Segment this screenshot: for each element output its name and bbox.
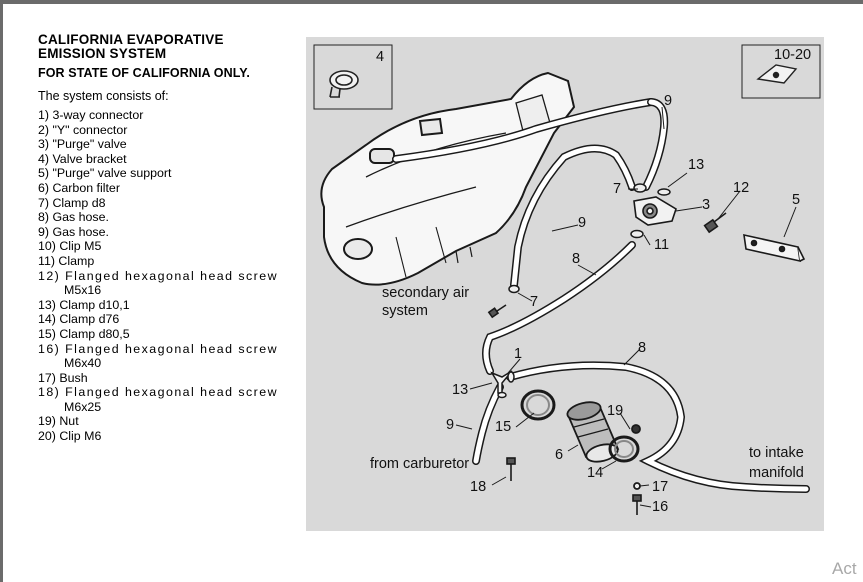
window-left-border: [0, 0, 3, 582]
list-item: 9) Gas hose.: [38, 224, 109, 239]
leader-lines: [455, 106, 797, 508]
callout-8-right: 8: [638, 340, 647, 356]
activation-watermark: Act: [832, 559, 857, 578]
list-item: 3) "Purge" valve: [38, 137, 127, 152]
title-line-1: CALIFORNIA EVAPORATIVE: [38, 32, 224, 47]
list-item: 13) Clamp d10,1: [38, 297, 130, 312]
label-secondary-air-line1: secondary air: [382, 285, 470, 301]
label-from-carburetor: from carburetor: [370, 456, 470, 472]
intro-text: The system consists of:: [38, 89, 169, 103]
callout-9-mid: 9: [578, 215, 587, 231]
callout-6: 6: [555, 447, 564, 463]
list-item: 18) Flanged hexagonal head screw: [38, 385, 278, 400]
list-item: 5) "Purge" valve support: [38, 166, 172, 181]
list-item: 10) Clip M5: [38, 239, 102, 254]
list-item: 8) Gas hose.: [38, 210, 109, 225]
list-item: 4) Valve bracket: [38, 151, 127, 166]
callout-14: 14: [587, 465, 604, 481]
emission-system-diagram: 4 10-20 secondary air system from carbur…: [306, 37, 824, 531]
window-top-border: [0, 0, 863, 4]
title-line-2: EMISSION SYSTEM: [38, 46, 167, 61]
list-item: 17) Bush: [38, 370, 88, 385]
callout-7: 7: [613, 181, 622, 197]
list-item: 6) Carbon filter: [38, 180, 120, 195]
fuel-tank-shape: [320, 71, 576, 286]
hose-group: [392, 98, 810, 493]
y-connector-icon: [490, 370, 515, 399]
clip-icon: [756, 64, 798, 84]
list-item: 20) Clip M6: [38, 429, 102, 444]
inset-10-20-number: 10-20: [774, 47, 812, 63]
list-item: 11) Clamp: [38, 253, 95, 268]
carbon-filter-icon: [520, 389, 641, 490]
label-to-intake-line1: to intake: [749, 445, 804, 461]
parts-list: 1) 3-way connector 2) "Y" connector 3) "…: [38, 108, 278, 444]
list-item: 2) "Y" connector: [38, 122, 128, 137]
inset-4-number: 4: [376, 49, 385, 65]
callout-8-mid: 8: [572, 251, 581, 267]
callout-16: 16: [652, 499, 669, 515]
callout-3: 3: [702, 197, 711, 213]
list-item-continuation: M6x40: [64, 356, 102, 371]
label-secondary-air-line2: system: [382, 303, 428, 319]
callout-13-left: 13: [452, 382, 469, 398]
list-item: 1) 3-way connector: [38, 108, 144, 122]
list-item: 15) Clamp d80,5: [38, 326, 130, 341]
list-item: 19) Nut: [38, 414, 79, 429]
callout-15: 15: [495, 419, 512, 435]
callout-7-mid: 7: [530, 294, 539, 310]
callout-13: 13: [688, 157, 705, 173]
clamp-icon: [508, 183, 671, 294]
list-item: 14) Clamp d76: [38, 312, 120, 327]
diagram-drawing: [313, 44, 821, 515]
callout-19: 19: [607, 403, 624, 419]
callout-17: 17: [652, 479, 669, 495]
screw-icon: [487, 212, 727, 515]
callout-11: 11: [654, 237, 670, 253]
callout-18: 18: [470, 479, 487, 495]
label-to-intake-line2: manifold: [749, 465, 804, 481]
list-item-continuation: M6x25: [64, 399, 102, 414]
purge-valve-icon: [633, 196, 677, 226]
page-title: CALIFORNIA EVAPORATIVE EMISSION SYSTEM: [38, 33, 224, 61]
list-item: 12) Flanged hexagonal head screw: [38, 268, 278, 283]
callout-12: 12: [733, 180, 750, 196]
list-item: 16) Flanged hexagonal head screw: [38, 341, 278, 356]
valve-bracket-icon: [329, 70, 359, 98]
valve-support-icon: [743, 233, 806, 263]
callout-9: 9: [664, 93, 673, 109]
page-subtitle: FOR STATE OF CALIFORNIA ONLY.: [38, 66, 250, 80]
callout-1: 1: [514, 346, 523, 362]
list-item: 7) Clamp d8: [38, 195, 106, 210]
callout-9-left: 9: [446, 417, 455, 433]
callout-5: 5: [792, 192, 801, 208]
list-item-continuation: M5x16: [64, 283, 102, 298]
